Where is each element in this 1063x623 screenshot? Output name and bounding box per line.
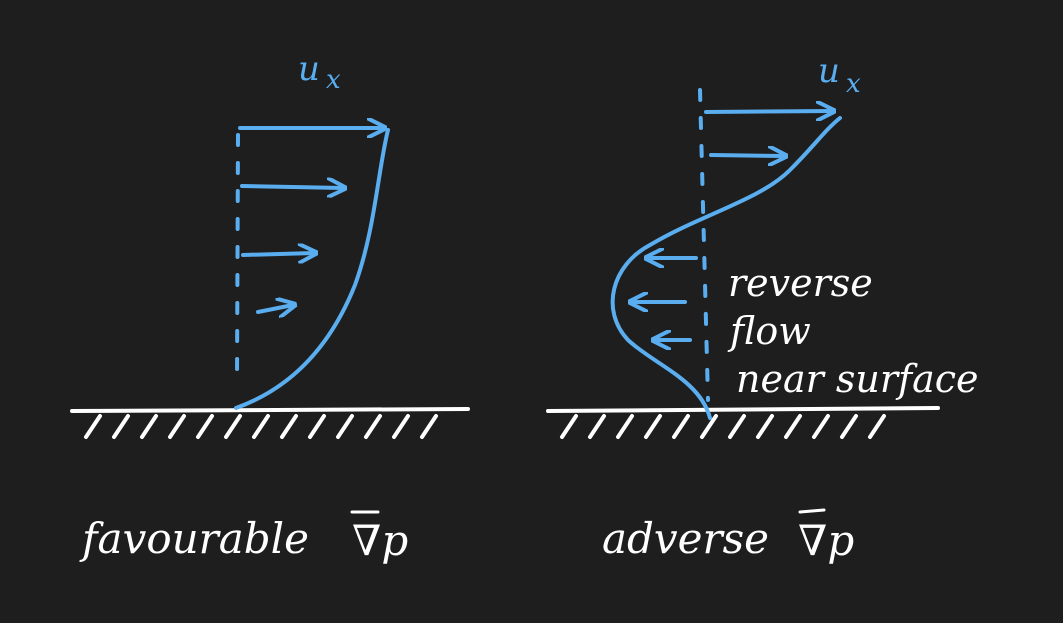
left-velocity-arrows (238, 128, 383, 312)
velocity-arrow (256, 305, 293, 312)
favourable-panel (70, 128, 470, 439)
velocity-arrow (709, 155, 784, 156)
adverse-panel (546, 88, 940, 439)
svg-text:u: u (818, 51, 840, 91)
svg-text:x: x (846, 69, 861, 99)
right-reverse-arrows (632, 258, 698, 340)
velocity-arrow (704, 111, 832, 112)
right-velocity-profile (610, 116, 842, 420)
right-wall-line (546, 406, 940, 413)
favourable-caption: favourable (79, 514, 309, 563)
svg-text:x: x (326, 65, 341, 95)
velocity-arrow (240, 186, 343, 188)
favourable-gradient-symbol: ∇p (352, 516, 408, 565)
left-reference-dashed-line (235, 133, 240, 382)
left-wall-line (70, 407, 470, 413)
adverse-gradient-symbol: ∇p (798, 516, 854, 565)
left-ux-label: u x (298, 49, 341, 95)
velocity-arrow (241, 253, 314, 255)
svg-text:u: u (298, 49, 320, 89)
reverse-flow-annotation-line-3: near surface (736, 357, 979, 401)
adverse-vector-arrow (798, 508, 826, 514)
right-reference-dashed-line (698, 88, 710, 402)
adverse-caption: adverse (602, 514, 769, 563)
right-forward-arrows (704, 111, 832, 156)
reverse-flow-annotation-line-2: flow (727, 309, 811, 353)
left-velocity-profile (234, 128, 390, 410)
right-wall-hatching (560, 414, 886, 439)
reverse-flow-annotation-line-1: reverse (728, 261, 873, 305)
left-wall-hatching (84, 414, 438, 439)
right-ux-label: u x (818, 51, 861, 99)
